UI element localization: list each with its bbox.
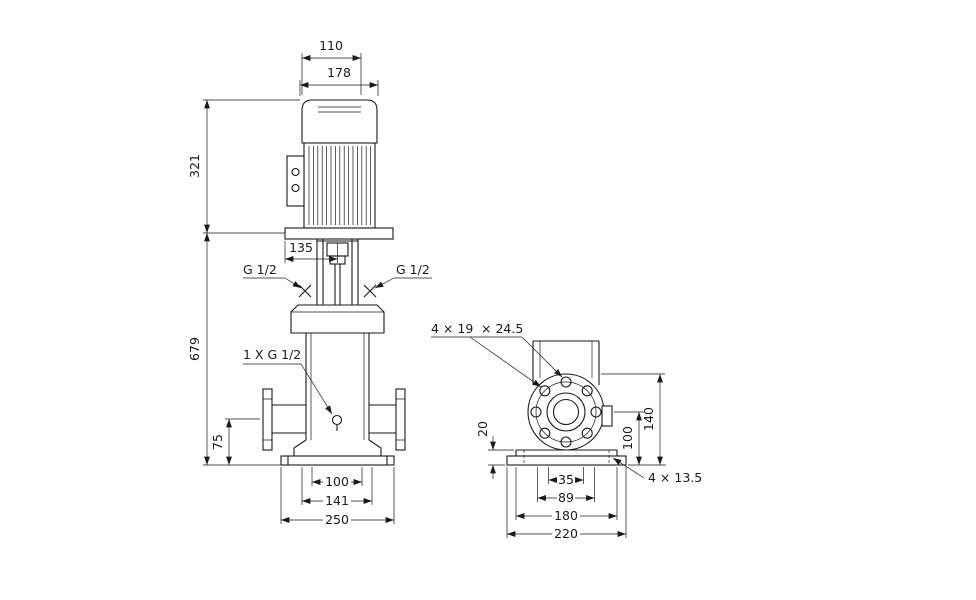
- port-label-right: G 1/2: [396, 262, 430, 277]
- chamber-stack: [305, 333, 370, 440]
- cooling-fins: [308, 146, 371, 225]
- leader-flange-hole: [469, 336, 542, 388]
- dim-75: 75: [210, 434, 225, 450]
- flange-holes-label: 4 × 19: [431, 321, 473, 336]
- dimbg-100f: [323, 475, 351, 489]
- base-holes-label: 4 × 13.5: [648, 470, 702, 485]
- port-bore-circle: [552, 398, 580, 426]
- base-plate-front: [280, 455, 395, 466]
- dim-220: 220: [554, 526, 578, 541]
- leader-drain: [300, 363, 333, 415]
- bolt-hole-2: [581, 385, 593, 397]
- dimensions-front: 110 178 321 679 75 135 G 1/2 G 1/2: [187, 38, 432, 527]
- bolt-hole-8: [539, 385, 551, 397]
- dimbg-89: [557, 491, 575, 505]
- dim-321: 321: [187, 154, 202, 178]
- coupling-lantern: [316, 239, 359, 305]
- suction-pipe: [272, 404, 306, 434]
- port-symbol-right: [363, 284, 377, 298]
- motor-flange: [284, 227, 394, 240]
- terminal-box: [286, 155, 305, 207]
- suction-flange: [262, 388, 306, 451]
- discharge-bolt-marks: [396, 398, 405, 441]
- pedestal: [515, 449, 618, 456]
- dimbg-141: [323, 494, 351, 508]
- leader-flange-cb: [521, 336, 563, 378]
- discharge-pipe: [369, 404, 396, 434]
- dim-110: 110: [319, 38, 343, 53]
- chamber-sleeve: [305, 333, 370, 440]
- base-front: [280, 439, 395, 466]
- pump-head: [290, 284, 385, 334]
- dim-20: 20: [475, 421, 490, 437]
- suction-bolt-marks: [263, 398, 272, 441]
- front-view: 110 178 321 679 75 135 G 1/2 G 1/2: [187, 38, 432, 527]
- leader-gright: [374, 277, 395, 289]
- bolt-hole-3: [590, 406, 602, 418]
- dimbg-220: [552, 527, 580, 541]
- motor: [284, 99, 394, 240]
- ext-bottom-side: [506, 467, 627, 538]
- leader-gleft: [284, 277, 302, 289]
- dim-180: 180: [554, 508, 578, 523]
- pump-head-outline: [290, 304, 385, 334]
- dim-679: 679: [187, 337, 202, 361]
- dimensions-side: 4 × 19 × 24.5 20 100 140 35: [431, 321, 702, 541]
- shaft-lines: [334, 264, 341, 305]
- fan-cover-outline: [301, 99, 378, 144]
- chamber-inner-lines: [310, 333, 365, 440]
- dim-250: 250: [325, 512, 349, 527]
- ext-178: [299, 80, 379, 96]
- base-plate-ticks: [287, 456, 388, 465]
- dimbg-35: [557, 473, 575, 487]
- dim-35: 35: [558, 472, 574, 487]
- port-symbol-left: [298, 284, 312, 298]
- fan-grille-lines: [318, 106, 361, 113]
- dim-100-front: 100: [325, 474, 349, 489]
- leader-base-holes: [612, 457, 645, 479]
- port-label-left: G 1/2: [243, 262, 277, 277]
- cable-entry-top: [291, 167, 300, 177]
- raised-face-circle: [546, 392, 586, 432]
- ext-bottom-front: [280, 467, 395, 524]
- dim-89: 89: [558, 490, 574, 505]
- drain-label: 1 X G 1/2: [243, 347, 301, 362]
- base-bell: [293, 439, 382, 456]
- base-side: [506, 449, 627, 466]
- base-plate-side: [506, 455, 627, 466]
- side-boss: [601, 405, 613, 427]
- discharge-flange: [369, 388, 406, 451]
- dim-141: 141: [325, 493, 349, 508]
- bolt-hole-4: [581, 427, 593, 439]
- column-inner-lines: [539, 341, 593, 378]
- discharge-flange-plate: [395, 388, 406, 451]
- dimbg-250: [323, 513, 351, 527]
- dim-100-side: 100: [620, 426, 635, 450]
- lantern-columns: [316, 239, 359, 305]
- bolt-circle: [535, 381, 597, 443]
- dim-135: 135: [289, 240, 313, 255]
- suction-flange-plate: [262, 388, 273, 451]
- bolt-hole-1: [560, 376, 572, 388]
- cable-entry-bottom: [291, 183, 300, 193]
- bolt-hole-6: [539, 427, 551, 439]
- dimbg-180: [552, 509, 580, 523]
- drain-plug: [331, 414, 343, 431]
- dim-178: 178: [327, 65, 351, 80]
- flange-holes-depth-label: × 24.5: [481, 321, 523, 336]
- bolt-hole-5: [560, 436, 572, 448]
- side-view: 4 × 19 × 24.5 20 100 140 35: [431, 321, 702, 541]
- drain-plug-circle: [331, 414, 343, 426]
- flange-outer-circle: [527, 373, 605, 451]
- dim-140: 140: [641, 407, 656, 431]
- ext-heights: [203, 99, 300, 466]
- bolt-hole-7: [530, 406, 542, 418]
- flange-face: [527, 373, 613, 451]
